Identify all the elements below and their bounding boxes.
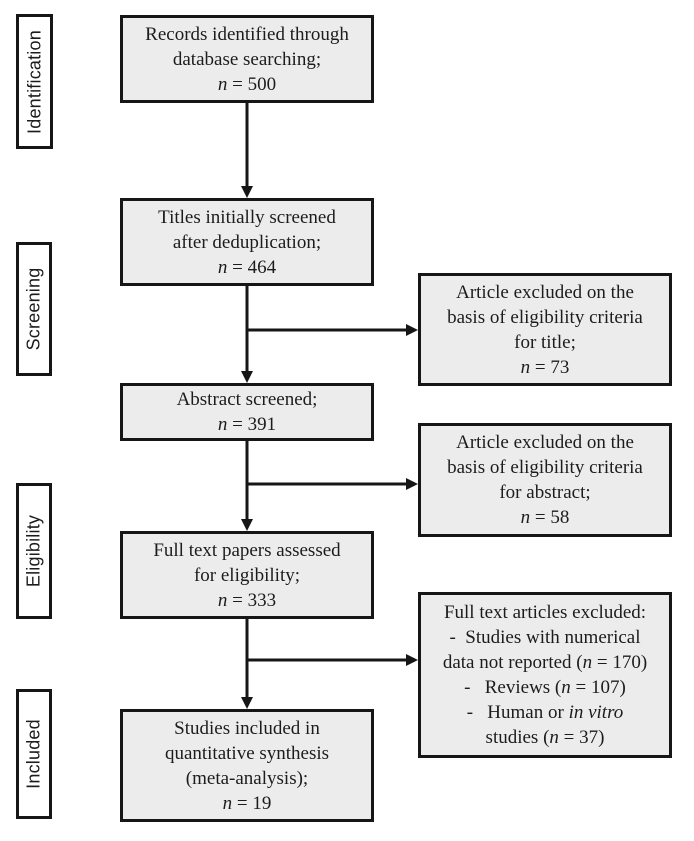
box-text-line: basis of eligibility criteria xyxy=(447,457,643,478)
stage-label-identification: Identification xyxy=(16,14,53,149)
flow-box-records-identified: Records identified through database searc… xyxy=(120,15,374,103)
box-text-line: for eligibility; xyxy=(193,564,301,586)
box-text-line: for abstract; xyxy=(499,482,591,503)
box-text-line: Full text papers assessed xyxy=(153,539,341,561)
exclusion-box-title: Article excluded on the basis of eligibil… xyxy=(418,273,672,386)
box-text-line: n = 500 xyxy=(217,73,277,95)
box-text-line: for title; xyxy=(514,331,576,353)
stage-label-screening: Screening xyxy=(16,242,52,376)
box-text-line: Records identified through xyxy=(145,23,349,45)
box-text-line: Titles initially screened xyxy=(158,206,336,228)
box-text-line: n = 464 xyxy=(217,256,277,278)
flow-box-abstract-screened: Abstract screened; n = 391 xyxy=(120,383,374,441)
box-text-line: n = 58 xyxy=(520,507,570,528)
stage-label-text: Eligibility xyxy=(23,514,44,588)
box-text-line: - Reviews (n = 107) xyxy=(464,677,626,698)
box-text-line: Abstract screened; xyxy=(176,389,318,410)
box-text-line: studies (n = 37) xyxy=(485,727,605,748)
box-text-line: - Human or in vitro xyxy=(466,702,624,723)
box-text-line: n = 19 xyxy=(222,792,272,814)
stage-label-text: Identification xyxy=(24,29,44,134)
box-text-line: basis of eligibility criteria xyxy=(447,306,643,328)
box-text-line: after deduplication; xyxy=(172,231,322,253)
box-text-line: Studies included in xyxy=(174,717,320,739)
box-text-line: n = 333 xyxy=(217,589,277,611)
box-text-line: data not reported (n = 170) xyxy=(442,652,648,673)
flow-box-studies-included: Studies included in quantitative synthesi… xyxy=(120,709,374,822)
box-text-line: n = 73 xyxy=(520,356,570,378)
stage-label-included: Included xyxy=(16,689,52,819)
box-text-line: Article excluded on the xyxy=(456,432,634,453)
box-text-line: database searching; xyxy=(172,48,322,70)
flow-box-titles-screened: Titles initially screened after deduplica… xyxy=(120,198,374,286)
box-text-line: Article excluded on the xyxy=(456,281,634,303)
box-text-line: quantitative synthesis xyxy=(164,742,330,764)
stage-label-text: Included xyxy=(23,719,44,789)
box-text-line: n = 391 xyxy=(217,414,277,435)
exclusion-box-abstract: Article excluded on the basis of eligibil… xyxy=(418,423,672,537)
box-text-line: Full text articles excluded: xyxy=(443,602,647,623)
exclusion-box-fulltext: Full text articles excluded: - Studies wi… xyxy=(418,592,672,758)
stage-label-text: Screening xyxy=(23,267,44,351)
stage-label-eligibility: Eligibility xyxy=(16,483,52,619)
box-text-line: (meta-analysis); xyxy=(185,767,309,789)
box-text-line: - Studies with numerical xyxy=(449,627,641,648)
flow-box-fulltext-assessed: Full text papers assessed for eligibility… xyxy=(120,531,374,619)
